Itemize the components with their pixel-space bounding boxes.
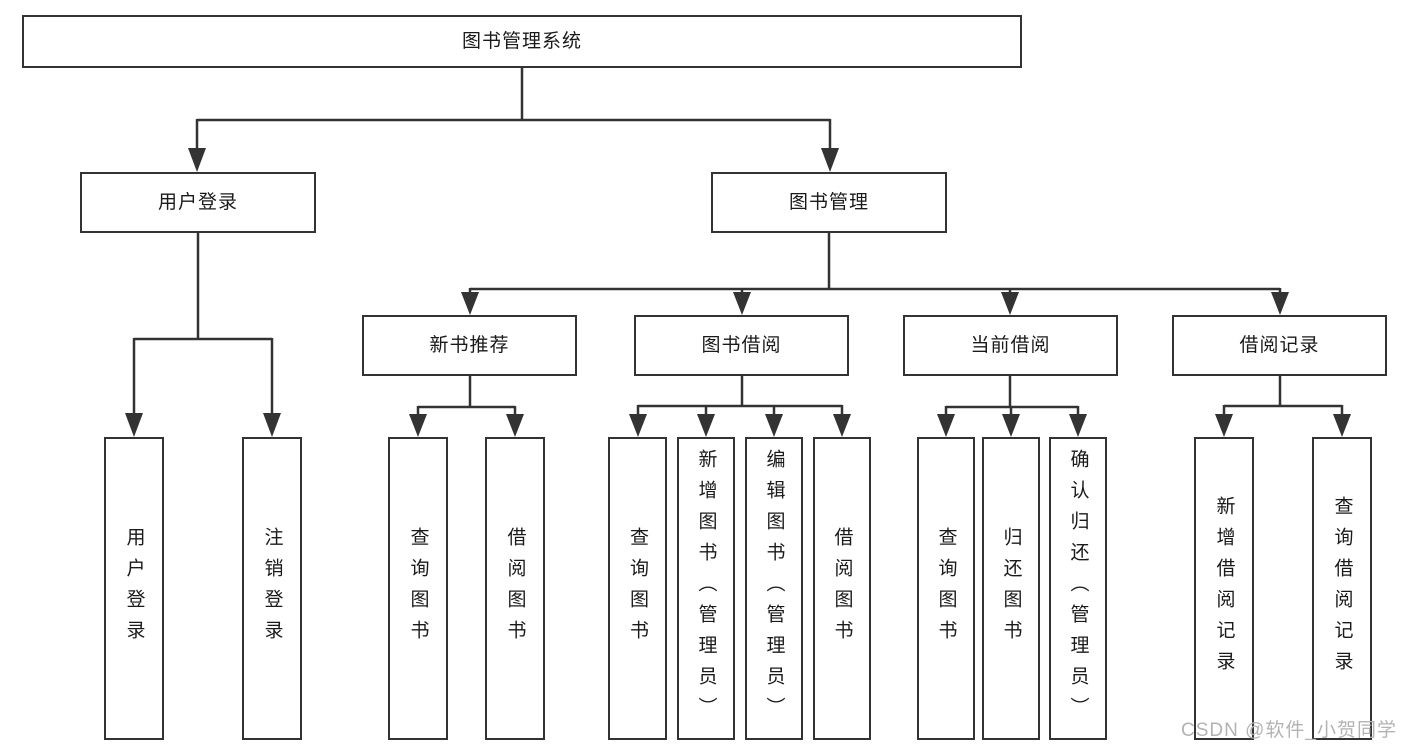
- leaf-add-book-admin-label: 新增图书（管理员）: [695, 449, 717, 728]
- watermark: CSDN @软件_小贺同学: [1181, 720, 1397, 741]
- node-book-borrow-label: 图书借阅: [701, 335, 782, 356]
- node-user-login: 用户登录: [80, 172, 316, 233]
- node-current-borrow: 当前借阅: [903, 315, 1118, 376]
- leaf-query-books-current: 查询图书: [917, 437, 975, 740]
- leaf-add-borrow-record: 新增借阅记录: [1194, 437, 1254, 740]
- node-book-borrow: 图书借阅: [634, 315, 849, 376]
- leaf-borrow-books-recommend: 借阅图书: [485, 437, 545, 740]
- node-root-label: 图书管理系统: [461, 31, 582, 52]
- leaf-query-borrow-record-label: 查询借阅记录: [1331, 495, 1353, 682]
- node-user-login-label: 用户登录: [157, 192, 238, 213]
- leaf-borrow-books-2-label: 借阅图书: [831, 526, 853, 651]
- leaf-query-books-current-label: 查询图书: [935, 526, 957, 651]
- leaf-confirm-return-admin: 确认归还（管理员）: [1049, 437, 1107, 740]
- leaf-user-login-label: 用户登录: [123, 526, 145, 651]
- leaf-edit-book-admin: 编辑图书（管理员）: [745, 437, 803, 740]
- leaf-confirm-return-admin-label: 确认归还（管理员）: [1067, 449, 1089, 728]
- leaf-edit-book-admin-label: 编辑图书（管理员）: [763, 449, 785, 728]
- node-current-borrow-label: 当前借阅: [970, 335, 1051, 356]
- leaf-logout: 注销登录: [242, 437, 302, 740]
- leaf-query-books-borrow: 查询图书: [608, 437, 667, 740]
- node-book-management-label: 图书管理: [788, 192, 869, 213]
- leaf-add-book-admin: 新增图书（管理员）: [677, 437, 735, 740]
- connector-lines: [125, 68, 1351, 437]
- leaf-query-books-recommend-label: 查询图书: [407, 526, 429, 651]
- leaf-borrow-books-2: 借阅图书: [813, 437, 871, 740]
- leaf-query-books-recommend: 查询图书: [388, 437, 448, 740]
- leaf-query-borrow-record: 查询借阅记录: [1312, 437, 1372, 740]
- node-borrow-records: 借阅记录: [1172, 315, 1387, 376]
- leaf-query-books-borrow-label: 查询图书: [627, 526, 648, 651]
- node-new-book-recommend-label: 新书推荐: [429, 335, 510, 356]
- leaf-return-book-label: 归还图书: [1000, 526, 1022, 651]
- leaf-logout-label: 注销登录: [261, 526, 283, 651]
- node-root: 图书管理系统: [22, 15, 1022, 68]
- leaf-borrow-books-recommend-label: 借阅图书: [504, 526, 526, 651]
- node-book-management: 图书管理: [711, 172, 947, 233]
- leaf-add-borrow-record-label: 新增借阅记录: [1213, 495, 1235, 682]
- leaf-return-book: 归还图书: [982, 437, 1040, 740]
- leaf-user-login: 用户登录: [104, 437, 164, 740]
- node-new-book-recommend: 新书推荐: [362, 315, 577, 376]
- node-borrow-records-label: 借阅记录: [1239, 335, 1320, 356]
